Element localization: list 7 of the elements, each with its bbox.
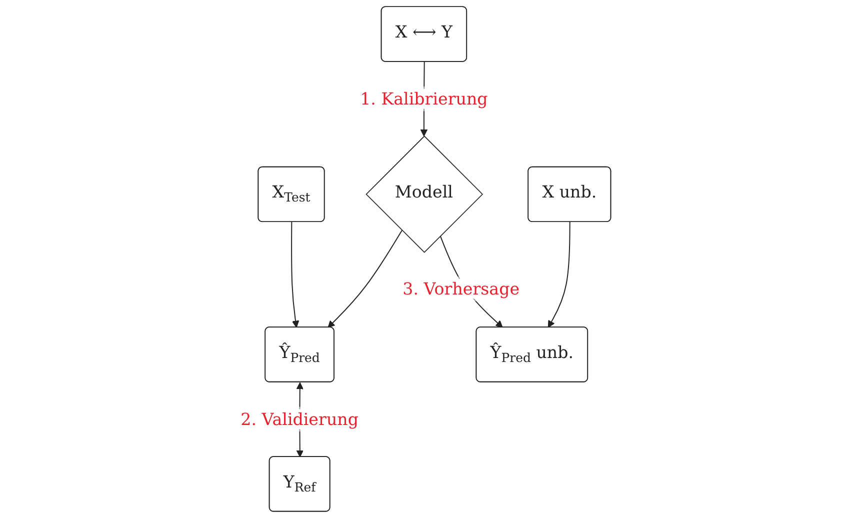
- arrow: [548, 222, 570, 328]
- edge-label: 2. Validierung: [240, 409, 358, 430]
- edge-label: 3. Vorhersage: [402, 278, 520, 299]
- arrow: [290, 222, 299, 328]
- arrow: [328, 230, 402, 328]
- edge-label: 1. Kalibrierung: [360, 88, 488, 109]
- node-diamond: Modell: [365, 136, 483, 253]
